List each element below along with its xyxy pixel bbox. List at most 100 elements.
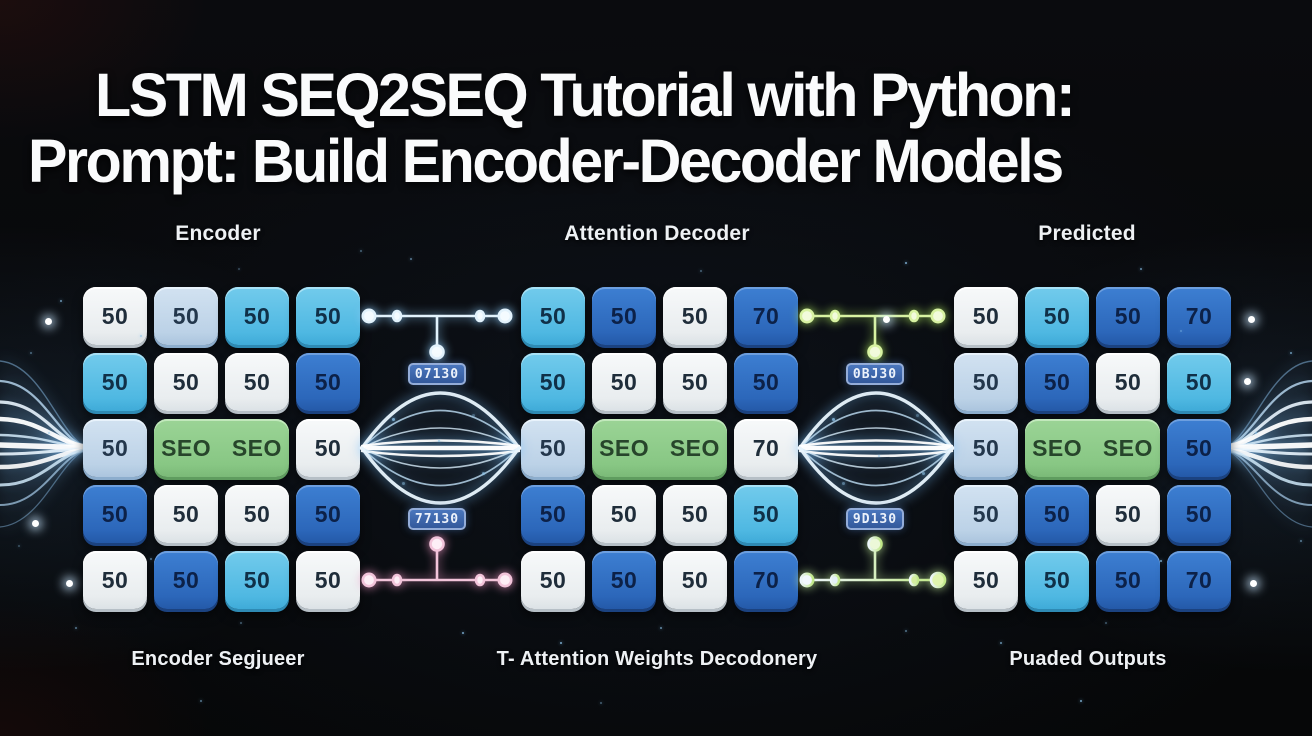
particle-dot	[660, 627, 662, 629]
grid-cell: 50	[83, 551, 147, 609]
encoder-bottom-label: Encoder Segjueer	[131, 648, 305, 670]
particle-dot	[200, 700, 202, 702]
particle-dot	[905, 630, 907, 632]
decoder-bottom-label: T- Attention Weights Decodonery	[496, 648, 818, 670]
grid-cell: 50	[954, 551, 1018, 609]
right-bottom-badge: 9D130	[846, 508, 904, 530]
grid-cell: 50	[296, 353, 360, 411]
seo-cell: SEO SEO	[592, 419, 727, 477]
grid-cell: 50	[154, 485, 218, 543]
grid-cell: 50	[734, 485, 798, 543]
grid-cell: 50	[954, 419, 1018, 477]
right-light-streaks	[1217, 360, 1312, 528]
grid-cell: 50	[521, 419, 585, 477]
glow-dot	[66, 580, 73, 587]
particle-dot	[700, 270, 702, 272]
grid-cell: 50	[154, 551, 218, 609]
encoder-top-label: Encoder	[175, 222, 261, 245]
grid-cell: 50	[663, 485, 727, 543]
grid-cell: 70	[734, 287, 798, 345]
predicted-bottom-label: Puaded Outputs	[1009, 648, 1167, 670]
grid-cell: 50	[1167, 353, 1231, 411]
particle-dot	[18, 545, 20, 547]
glow-dot	[883, 316, 890, 323]
grid-cell: 50	[1025, 353, 1089, 411]
particle-dot	[1290, 352, 1292, 354]
particle-dot	[240, 622, 242, 624]
grid-cell: 50	[296, 485, 360, 543]
grid-cell: 50	[1025, 551, 1089, 609]
particle-dot	[462, 632, 464, 634]
right-bottom-connector	[799, 536, 947, 589]
particle-dot	[905, 262, 907, 264]
particle-dot	[1160, 560, 1162, 562]
grid-cell: 50	[954, 287, 1018, 345]
particle-dot	[402, 482, 405, 485]
grid-cell: 50	[1096, 353, 1160, 411]
decoder-top-label: Attention Decoder	[564, 222, 750, 245]
grid-cell: 50	[592, 353, 656, 411]
particle-dot	[1300, 540, 1302, 542]
grid-cell: 50	[663, 353, 727, 411]
seo-cell: SEO SEO	[1025, 419, 1160, 477]
grid-cell: 50	[83, 419, 147, 477]
seo-cell: SEO SEO	[154, 419, 289, 477]
particle-dot	[922, 472, 925, 475]
particle-dot	[1000, 642, 1002, 644]
grid-cell: 70	[1167, 287, 1231, 345]
particle-dot	[48, 432, 50, 434]
glow-dot	[32, 520, 39, 527]
grid-cell: 50	[734, 353, 798, 411]
predicted-top-label: Predicted	[1038, 222, 1136, 245]
glow-dot	[45, 318, 52, 325]
particle-dot	[1140, 268, 1142, 270]
grid-cell: 50	[225, 551, 289, 609]
left-bottom-connector	[361, 536, 513, 588]
grid-cell: 50	[83, 485, 147, 543]
grid-cell: 50	[521, 287, 585, 345]
grid-cell: 50	[663, 551, 727, 609]
right-top-badge: 0BJ30	[846, 363, 904, 385]
left-bottom-badge: 77130	[408, 508, 466, 530]
grid-cell: 50	[296, 551, 360, 609]
grid-cell: 50	[225, 287, 289, 345]
particle-dot	[916, 414, 919, 417]
grid-cell: 50	[154, 287, 218, 345]
glow-dot	[1250, 580, 1257, 587]
particle-dot	[360, 250, 362, 252]
particle-dot	[600, 702, 602, 704]
grid-cell: 50	[225, 485, 289, 543]
particle-dot	[140, 335, 142, 337]
grid-cell: 50	[663, 287, 727, 345]
grid-cell: 50	[1096, 287, 1160, 345]
grid-cell: 50	[83, 353, 147, 411]
left-top-connector	[361, 308, 513, 360]
particle-dot	[560, 642, 562, 644]
particle-dot	[878, 455, 880, 457]
grid-cell: 70	[734, 551, 798, 609]
particle-dot	[472, 414, 475, 417]
particle-dot	[438, 440, 440, 442]
particle-dot	[842, 482, 845, 485]
glow-dot	[1244, 378, 1251, 385]
grid-cell: 50	[296, 419, 360, 477]
particle-dot	[410, 258, 412, 260]
grid-cell: 50	[521, 551, 585, 609]
left-top-badge: 07130	[408, 363, 466, 385]
particle-dot	[392, 418, 395, 421]
grid-cell: 50	[296, 287, 360, 345]
particle-dot	[1255, 432, 1257, 434]
particle-dot	[1105, 622, 1107, 624]
particle-dot	[482, 472, 485, 475]
particle-dot	[238, 268, 240, 270]
grid-cell: 50	[954, 485, 1018, 543]
grid-cell: 50	[154, 353, 218, 411]
right-top-connector	[799, 308, 946, 360]
glow-dot	[1248, 316, 1255, 323]
grid-cell: 50	[1096, 551, 1160, 609]
left-light-streaks	[0, 360, 95, 528]
grid-cell: 70	[734, 419, 798, 477]
grid-cell: 50	[592, 287, 656, 345]
